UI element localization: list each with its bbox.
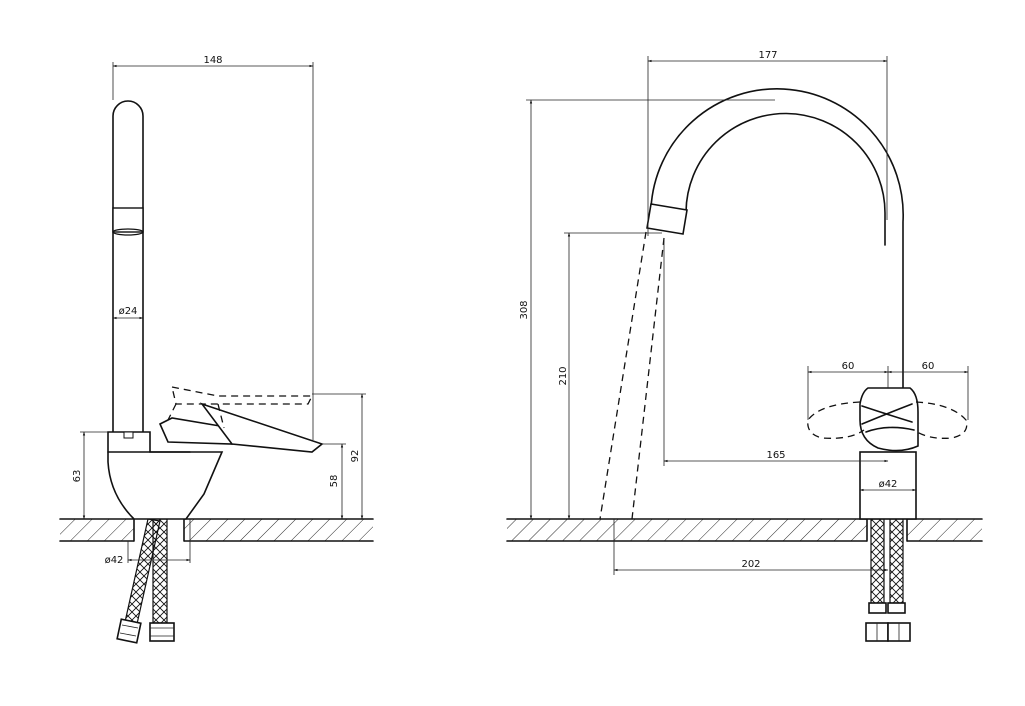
- front-countertop: [506, 518, 983, 542]
- front-hoses: [865, 518, 911, 642]
- front-view: 177 308 210 165 60 60 ø42: [506, 50, 983, 642]
- front-body: [807, 387, 968, 520]
- side-hoses: [116, 518, 175, 644]
- front-dim-lever-left: 60: [842, 361, 855, 372]
- front-dim-spout-reach: 165: [766, 450, 785, 461]
- front-dim-base-dia: ø42: [879, 479, 898, 490]
- front-dimensions: 177 308 210 165 60 60 ø42: [519, 50, 969, 575]
- side-dim-lever-high: 92: [350, 450, 361, 463]
- front-dim-outlet-height: 210: [558, 366, 569, 385]
- front-dim-spout-reach-top: 177: [758, 50, 777, 61]
- side-pipe: [112, 100, 144, 433]
- side-dim-lever-low: 58: [329, 475, 340, 488]
- side-body: [107, 386, 324, 520]
- side-dim-width: 148: [203, 55, 222, 66]
- front-dim-lever-right: 60: [922, 361, 935, 372]
- side-countertop: [59, 518, 374, 542]
- front-dim-swing-reach: 202: [741, 559, 760, 570]
- side-dim-pipe-dia: ø24: [119, 306, 138, 317]
- side-view: 148 ø24 63 58 92 ø42: [59, 55, 374, 644]
- front-dim-total-height: 308: [519, 300, 530, 319]
- side-dim-body-height: 63: [72, 470, 83, 483]
- front-spout: [599, 88, 904, 520]
- side-dim-base-dia: ø42: [105, 555, 124, 566]
- side-dimensions: 148 ø24 63 58 92 ø42: [72, 55, 366, 566]
